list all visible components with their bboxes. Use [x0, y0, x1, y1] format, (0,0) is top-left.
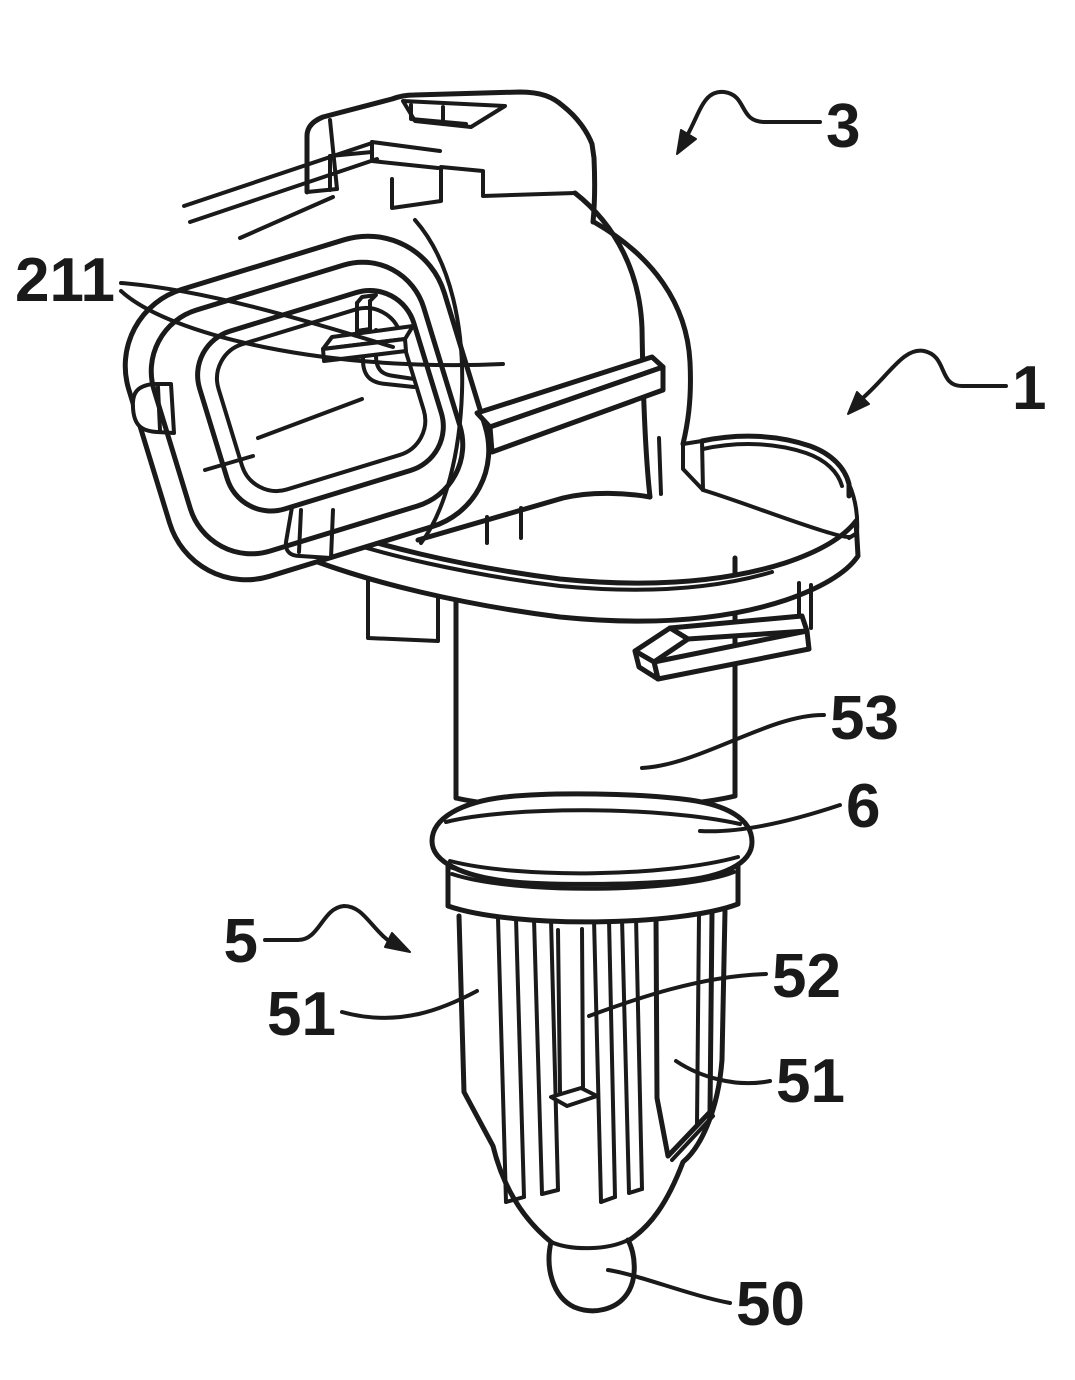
arrowhead-3: [676, 129, 697, 155]
lock-clip-drawing: [632, 581, 813, 682]
ref-label-5: 5: [224, 907, 258, 976]
leader-lines: [119, 89, 1008, 1305]
leader-53: [640, 712, 826, 770]
leader-5: [263, 904, 402, 950]
reference-numerals: 211 3 1 53 6 5 51 52 51 50: [15, 92, 1047, 1339]
ref-label-211: 211: [15, 246, 115, 315]
ref-label-6: 6: [846, 772, 880, 841]
mounting-flange-drawing: [299, 433, 861, 624]
ref-label-3: 3: [826, 92, 860, 161]
ref-label-51-right: 51: [776, 1047, 845, 1116]
leader-51-right: [674, 1059, 772, 1086]
ref-label-53: 53: [830, 684, 899, 753]
leader-51-left: [340, 989, 479, 1020]
arrowhead-1: [847, 391, 870, 415]
ref-label-1: 1: [1012, 354, 1046, 423]
leader-211-lower: [119, 289, 505, 368]
housing-side-rail-drawing: [474, 354, 666, 455]
ref-label-51-left: 51: [267, 980, 336, 1049]
arrowhead-5: [384, 932, 411, 953]
flange-boss-drawing: [366, 575, 440, 643]
leader-50: [606, 1268, 732, 1305]
ref-label-50: 50: [736, 1270, 805, 1339]
ref-label-52: 52: [772, 942, 841, 1011]
probe-cage-5-drawing: [456, 908, 728, 1245]
leader-1: [855, 348, 1008, 405]
leader-6: [698, 803, 842, 834]
o-ring-6-drawing: [429, 791, 755, 887]
leader-52: [587, 972, 768, 1018]
leader-3: [681, 89, 822, 145]
leader-211-upper: [119, 281, 395, 349]
sensor-tip-50-drawing: [546, 1237, 637, 1314]
